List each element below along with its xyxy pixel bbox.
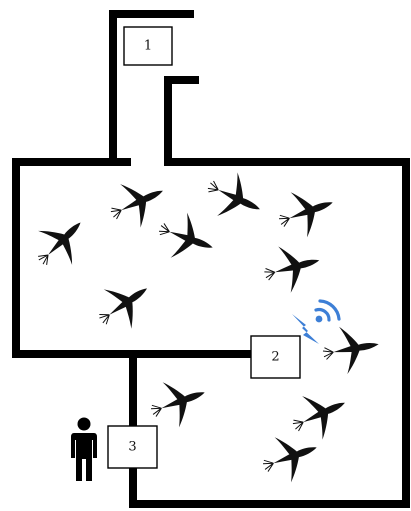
box-1: 1 (124, 27, 172, 65)
swallow-bird-icon (272, 180, 341, 244)
swallow-bird-icon (256, 425, 325, 489)
swallow-bird-icon (24, 205, 98, 279)
box-2: 2 (251, 336, 300, 378)
swallow-bird-icon (144, 370, 213, 434)
building-walls (16, 14, 406, 504)
box-2-label: 2 (271, 350, 279, 365)
swallow-bird-icon (259, 237, 326, 298)
lower-room-bottom-wall (133, 470, 406, 504)
swallow-bird-icon (319, 321, 382, 378)
swallow-bird-icon (152, 206, 221, 270)
box-1-label: 1 (144, 39, 152, 54)
person-icon (71, 418, 97, 482)
swallow-bird-icon (199, 164, 270, 231)
corridor-right-wall (168, 80, 195, 162)
main-room-top-right-wall (168, 162, 406, 504)
swallow-bird-icon (87, 269, 160, 340)
box-3-label: 3 (128, 440, 136, 455)
swallow-bird-icon (284, 381, 355, 448)
box-3: 3 (108, 426, 157, 468)
